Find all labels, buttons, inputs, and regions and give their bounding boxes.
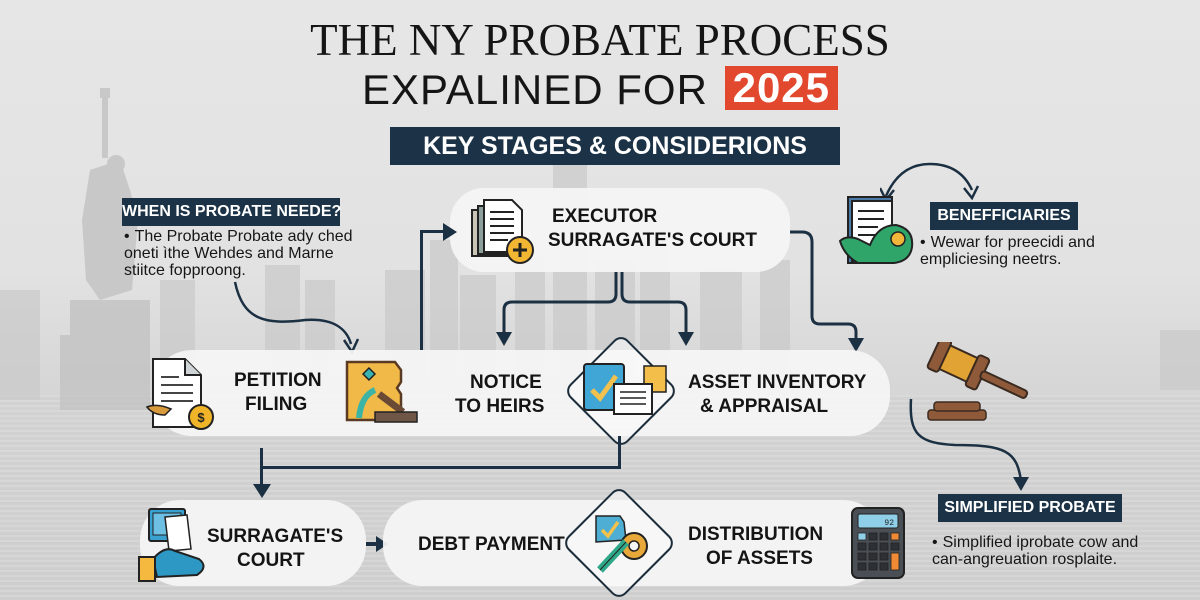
hand-document-icon — [138, 508, 205, 582]
simplified-probate-text: Simplified iprobate cow and can-angreuat… — [932, 534, 1152, 568]
year-badge: 2025 — [724, 66, 839, 110]
petition-label-line2: FILING — [245, 394, 308, 415]
calculator-icon: 92 — [851, 507, 905, 579]
beneficiaries-heading: BENEFFICIARIES — [930, 202, 1078, 230]
asset-inventory-label-line1: ASSET INVENTORY — [688, 372, 867, 393]
cycle-arrow — [880, 162, 980, 200]
simplified-probate-heading: SIMPLIFIED PROBATE — [938, 494, 1122, 522]
distribution-label-line1: DISTRIBUTION — [688, 524, 824, 545]
map-gavel-icon — [345, 360, 418, 423]
tools-gear-icon — [595, 515, 648, 573]
gavel-icon — [926, 342, 1029, 421]
arrow-down-icon — [253, 484, 271, 498]
connector-line — [260, 448, 263, 488]
curved-arrow-connector — [909, 398, 1029, 491]
arrow-right-icon — [443, 223, 457, 241]
arrow-right-icon — [366, 536, 388, 552]
when-needed-text: The Probate Probate ady ched oneti ìthe … — [124, 228, 374, 279]
document-add-icon — [471, 199, 534, 264]
connector-line — [420, 230, 450, 233]
page-title: THE NY PROBATE PROCESS — [310, 15, 890, 65]
title-text: EXPALINED FOR — [361, 66, 708, 113]
distribution-label-line2: OF ASSETS — [706, 548, 813, 569]
when-needed-heading: WHEN IS PROBATE NEEDE? — [122, 198, 341, 226]
split-connector — [496, 272, 694, 346]
surrogates-court-label-line1: SURRAGATE'S — [207, 526, 344, 547]
petition-label-line1: PETITION — [234, 370, 322, 391]
connector-line — [260, 466, 621, 469]
debt-payment-label[interactable]: DEBT PAYMENT — [418, 534, 565, 555]
executor-label-line1: EXECUTOR — [552, 206, 658, 227]
notice-label-line2: TO HEIRS — [455, 396, 545, 417]
connector-line — [618, 436, 621, 468]
asset-inventory-label-line2: & APPRAISAL — [700, 396, 829, 417]
checklist-icon — [583, 363, 667, 415]
page-title-line2: EXPALINED FOR 2025 — [0, 66, 1200, 114]
beneficiaries-text: Wewar for preecidi and empliciesing neet… — [920, 234, 1120, 268]
connector-right — [790, 230, 864, 352]
svg-text:$: $ — [197, 410, 205, 425]
connector-line — [420, 230, 423, 350]
document-coin-icon: $ — [145, 358, 214, 430]
surrogates-court-label-line2: COURT — [237, 550, 305, 571]
notice-label-line1: NOTICE — [470, 372, 542, 393]
subtitle-banner: KEY STAGES & CONSIDERIONS — [390, 127, 840, 165]
calculator-display: 92 — [884, 519, 894, 528]
executor-label-line2: SURRAGATE'S COURT — [548, 230, 757, 251]
middle-row-container — [152, 350, 890, 436]
curved-arrow-connector — [233, 281, 360, 355]
beneficiary-document-icon — [838, 196, 914, 264]
